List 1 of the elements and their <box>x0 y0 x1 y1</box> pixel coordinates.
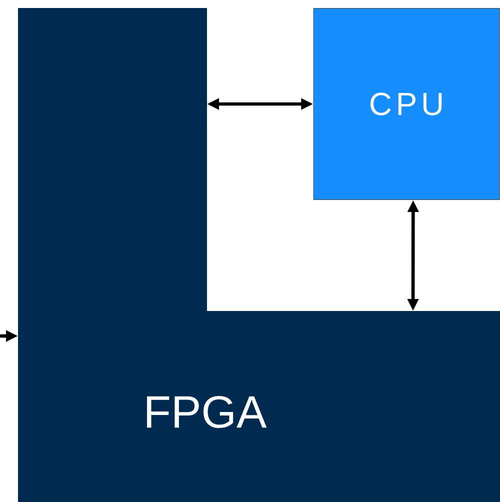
cpu-box: CPU <box>313 8 500 200</box>
